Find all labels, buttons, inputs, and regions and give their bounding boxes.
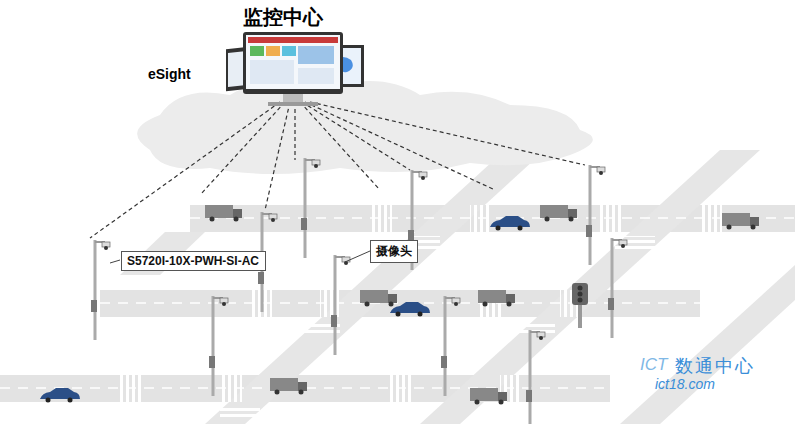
callout-text: S5720I-10X-PWH-SI-AC (127, 254, 260, 268)
product-name: eSight (148, 66, 191, 82)
callout-text: 摄像头 (376, 243, 412, 260)
watermark: 数通中心 (675, 354, 755, 378)
watermark: ict18.com (655, 376, 715, 392)
title: 监控中心 (243, 4, 323, 31)
callout-box: 摄像头 (370, 240, 418, 263)
callout-box: S5720I-10X-PWH-SI-AC (121, 251, 266, 271)
watermark: ICT (640, 355, 667, 375)
